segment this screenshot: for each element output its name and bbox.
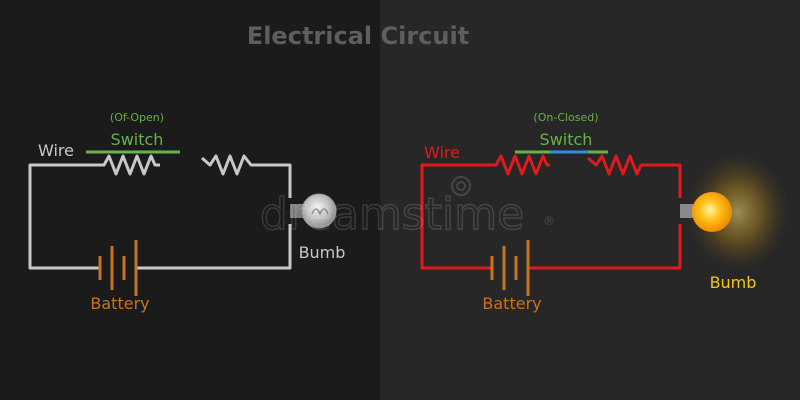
left-resistor-2 (201, 154, 254, 176)
left-battery-label: Battery (90, 294, 149, 313)
left-switch-state: (Of-Open) (110, 111, 164, 124)
right-wire-bottom (528, 224, 682, 270)
right-battery (490, 240, 530, 296)
watermark-swirl-icon (451, 176, 471, 196)
left-bulb-label: Bumb (299, 243, 346, 262)
bulb-glow (686, 152, 790, 272)
left-circuit (28, 154, 292, 270)
left-wire-bottom (136, 224, 292, 270)
left-bulb (290, 193, 337, 229)
right-resistor-1 (492, 154, 550, 176)
watermark-registered-icon: ® (543, 214, 555, 228)
left-switch-label: Switch (111, 130, 164, 149)
bulb-lit (692, 192, 732, 232)
right-wire (420, 163, 492, 270)
page-title: Electrical Circuit (247, 22, 469, 50)
left-wire (28, 163, 100, 270)
left-battery (98, 240, 138, 296)
right-switch-state: (On-Closed) (533, 111, 598, 124)
right-switch-label: Switch (540, 130, 593, 149)
left-resistor-1 (100, 154, 160, 176)
right-bulb-label: Bumb (710, 273, 757, 292)
left-wire-right (254, 163, 292, 198)
right-wire-right (646, 163, 682, 198)
right-bulb (680, 152, 790, 272)
watermark: dreamstime ® (259, 176, 555, 241)
right-resistor-2 (587, 154, 646, 176)
left-wire-label: Wire (38, 141, 74, 160)
watermark-text: dreamstime (260, 189, 524, 240)
right-battery-label: Battery (482, 294, 541, 313)
right-circuit (420, 154, 682, 270)
right-wire-label: Wire (424, 143, 460, 162)
